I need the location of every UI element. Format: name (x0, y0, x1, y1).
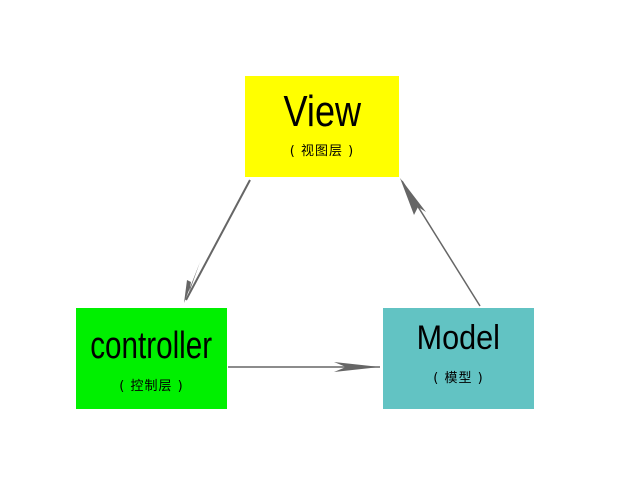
model-box: Model ( 模型 ) (383, 308, 534, 409)
controller-subtitle: ( 控制层 ) (119, 379, 184, 394)
view-title: View (283, 87, 361, 136)
view-box: View ( 视图层 ) (245, 76, 399, 177)
arrowhead-view-to-controller (184, 262, 200, 303)
arrow-view-to-controller (185, 179, 251, 301)
arrowhead-controller-to-model (334, 362, 380, 372)
arrowhead-model-to-view (400, 178, 426, 215)
controller-title: controller (90, 325, 213, 367)
model-subtitle: ( 模型 ) (433, 371, 484, 386)
view-subtitle: ( 视图层 ) (289, 144, 355, 159)
controller-box: controller ( 控制层 ) (76, 308, 227, 409)
model-title: Model (416, 319, 501, 357)
